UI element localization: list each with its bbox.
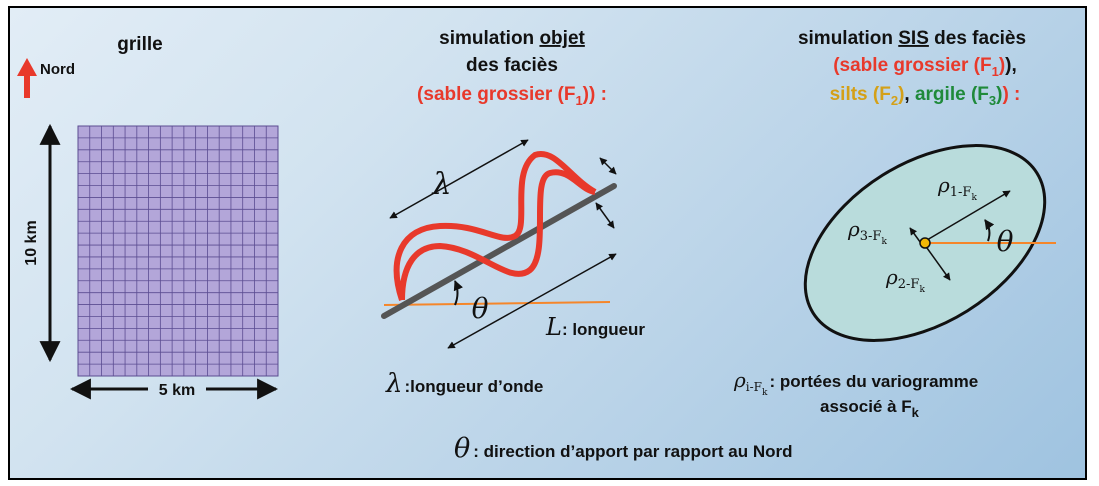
rho1-arrow [926,190,1011,241]
rho1-label: ρ1-Fk [937,173,977,203]
diagram-canvas: grille Nord 10 km 5 km simulation objet … [17,28,1056,464]
north-arrow-icon [17,58,37,98]
width-label: 5 km [159,382,195,399]
wavelength-arrow [389,139,529,219]
channel-axis-line [381,183,617,319]
footer-caption: θ: direction d’apport par rapport au Nor… [454,433,793,464]
sis-title-line1: simulation SIS des faciès [798,28,1026,49]
theta-arc-icon [453,280,464,306]
lambda-symbol: λ [431,167,451,202]
rho2-arrow [926,247,951,281]
theta-symbol-sis: θ [997,225,1014,258]
variogram-caption-line2: associé à Fk [820,397,920,420]
variogram-ellipse-drawing [803,144,1056,342]
object-title-line1: simulation objet [439,28,585,49]
sis-title-line3: silts (F2), argile (F3)) : [830,84,1021,108]
channel-left-bank [393,150,597,301]
amplitude-arrow [599,157,617,175]
sis-title-line2: (sable grossier (F1)), [833,55,1017,79]
diagram-frame: grille Nord 10 km 5 km simulation objet … [8,6,1087,480]
north-reference-line [383,301,611,306]
sis-theta-arc-icon [984,219,995,242]
rho3-label: ρ3-Fk [847,217,887,247]
channel-object-drawing [381,139,617,349]
ellipse-center-dot [919,237,931,249]
length-legend: L: longueur [545,313,645,341]
theta-symbol-object: θ [472,292,489,325]
north-label: Nord [40,61,75,78]
width-arrow [595,202,615,229]
grid-mesh [77,125,279,377]
object-title-line2: des faciès [466,55,558,76]
object-title-line3: (sable grossier (F1)) : [417,84,607,108]
grid-title: grille [117,34,162,55]
variogram-caption-line1: ρi-Fk: portées du variogramme [733,368,978,398]
grid-background [77,125,279,377]
wavelength-legend: λ:longueur d’onde [385,369,543,399]
height-label: 10 km [23,220,40,265]
rho2-label: ρ2-Fk [885,265,925,295]
length-arrow [447,253,617,349]
